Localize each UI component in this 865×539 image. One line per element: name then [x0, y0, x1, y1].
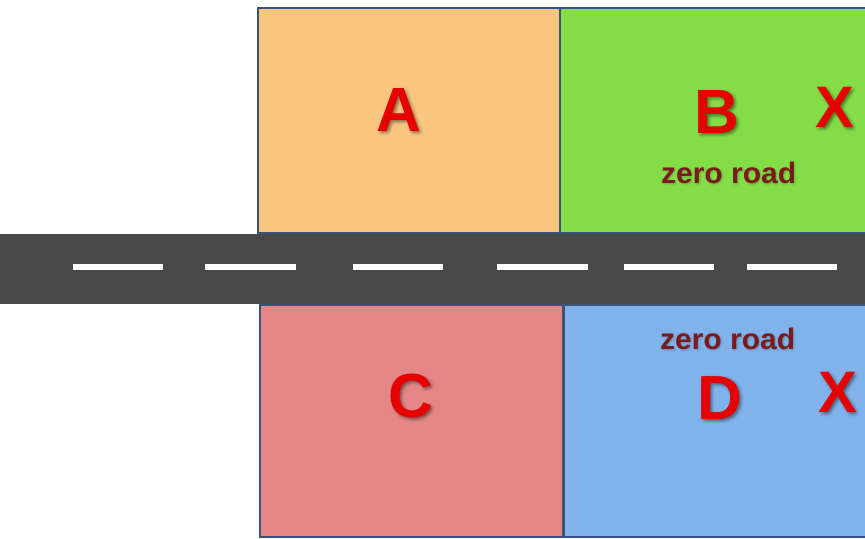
lane-dash	[747, 264, 837, 270]
lane-dash	[205, 264, 296, 270]
lane-dash	[624, 264, 714, 270]
lane-dash	[73, 264, 163, 270]
plot-c	[259, 304, 564, 538]
plot-c-letter: C	[388, 362, 433, 431]
plot-d	[563, 304, 865, 538]
plot-a-letter: A	[376, 76, 421, 145]
road	[0, 234, 865, 304]
plot-a	[257, 7, 561, 234]
plot-d-letter: D	[697, 364, 742, 433]
plot-b-letter: B	[694, 78, 739, 147]
plot-d-zero-road-label: zero road	[660, 323, 796, 356]
plot-b	[559, 7, 865, 234]
plot-d-x-mark: X	[818, 360, 857, 425]
plot-b-zero-road-label: zero road	[661, 157, 797, 190]
lane-dash	[497, 264, 588, 270]
lane-dash	[353, 264, 443, 270]
plot-b-x-mark: X	[815, 75, 854, 140]
